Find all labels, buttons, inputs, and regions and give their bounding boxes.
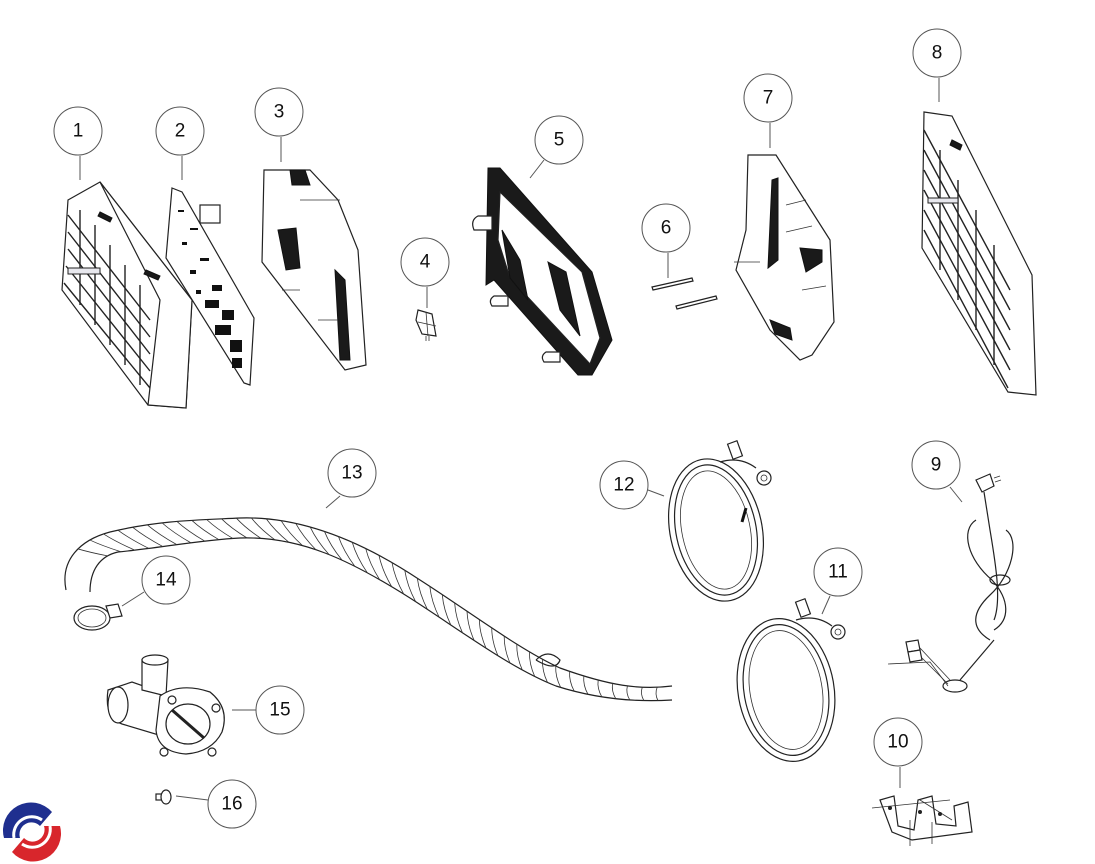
hose-rib [146, 524, 178, 546]
callout-4-label: 4 [420, 252, 431, 273]
callout-16-circle [207, 779, 257, 829]
part-8-rear-grille [921, 111, 1037, 396]
hose-rib [429, 586, 440, 618]
callout-5-leader [529, 159, 545, 179]
hose-rib [454, 602, 463, 633]
hose-rib [529, 651, 536, 677]
callout-10-label: 10 [887, 732, 908, 753]
callout-12-label: 12 [613, 475, 634, 496]
callout-7-label: 7 [763, 88, 774, 109]
hose-rib [280, 520, 303, 546]
part-2-circuit-board [165, 187, 255, 386]
hose-rib [265, 518, 290, 543]
callout-3-circle [254, 87, 304, 137]
callout-16-label: 16 [221, 794, 242, 815]
hose-rib [626, 685, 631, 701]
callout-4-circle [400, 237, 450, 287]
hose-rib [338, 536, 356, 567]
part-14-hose-clamp [73, 603, 123, 631]
callout-9-label: 9 [931, 455, 942, 476]
hose-rib [441, 594, 452, 626]
callout-6-label: 6 [661, 218, 672, 239]
hose-rib [351, 542, 368, 573]
hose-rib [555, 666, 562, 688]
part-4-clip [415, 309, 437, 341]
part-13-drain-hose [64, 517, 673, 702]
part-10-terminal-block [871, 795, 973, 846]
callout-2-label: 2 [175, 121, 186, 142]
hose-rib [221, 518, 248, 539]
callout-11-leader [821, 595, 831, 615]
callout-6-circle [641, 203, 691, 253]
callout-15-label: 15 [269, 700, 290, 721]
hose-rib [569, 671, 575, 692]
callout-14-circle [141, 555, 191, 605]
hose-rib [466, 611, 475, 641]
part-1-grille-housing [61, 181, 193, 409]
brand-logo [2, 802, 62, 862]
part-7-bracket-assembly [734, 154, 835, 361]
callout-12-circle [599, 460, 649, 510]
callout-10-circle [873, 717, 923, 767]
hose-rib [117, 529, 150, 549]
part-15-pump-housing [106, 654, 225, 757]
hose-rib [365, 548, 380, 580]
part-3-frame [261, 169, 367, 371]
callout-8-label: 8 [932, 43, 943, 64]
part-11-inlet-hose [736, 598, 846, 762]
hose-rib [89, 539, 122, 553]
part-6-rods [651, 277, 718, 310]
hose-rib [404, 570, 416, 602]
callout-13-circle [327, 448, 377, 498]
hose-rib [103, 533, 136, 551]
callout-14-label: 14 [155, 570, 177, 591]
part-5-tray [472, 167, 613, 376]
callout-9-leader [949, 486, 963, 503]
hose-rib [309, 526, 330, 555]
hose-rib [641, 687, 645, 701]
hose-rib [295, 523, 317, 551]
hose-rib [597, 680, 603, 698]
hose-rib [391, 562, 405, 595]
hose-rib [478, 619, 487, 649]
hose-rib [516, 644, 523, 671]
callout-1-circle [53, 106, 103, 156]
hose-rib [132, 526, 164, 547]
hose-rib [583, 675, 589, 695]
callout-8-circle [912, 28, 962, 78]
hose-rib [503, 636, 511, 664]
hose-rib [378, 555, 393, 587]
callout-11-circle [813, 547, 863, 597]
part-16-screw-plug [155, 789, 172, 805]
part-9-power-cord [887, 473, 1014, 693]
hose-rib [77, 548, 108, 557]
part-12-inlet-hose [667, 440, 772, 602]
hose-rib [542, 659, 548, 683]
hose-rib [251, 517, 276, 541]
callout-12-leader [647, 489, 665, 497]
callout-14-leader [121, 591, 145, 607]
hose-rib [161, 522, 191, 544]
hose-rib [236, 517, 262, 539]
hose-rib [416, 578, 428, 610]
hose-rib [191, 520, 219, 540]
hose-rib [611, 683, 617, 699]
callout-3-label: 3 [274, 102, 285, 123]
callout-16-leader [175, 795, 209, 801]
callout-11-label: 11 [828, 562, 848, 583]
hose-rib [176, 521, 205, 542]
hose-rib [655, 687, 659, 701]
callout-13-leader [325, 495, 341, 509]
callout-13-label: 13 [341, 463, 362, 484]
callout-5-label: 5 [554, 130, 565, 151]
hose-rib [206, 519, 233, 539]
hose-rib [491, 627, 499, 656]
callout-7-circle [743, 73, 793, 123]
callout-5-circle [534, 115, 584, 165]
callout-2-circle [155, 106, 205, 156]
hose-rib [324, 531, 343, 561]
callout-1-label: 1 [73, 121, 84, 142]
callout-9-circle [911, 440, 961, 490]
